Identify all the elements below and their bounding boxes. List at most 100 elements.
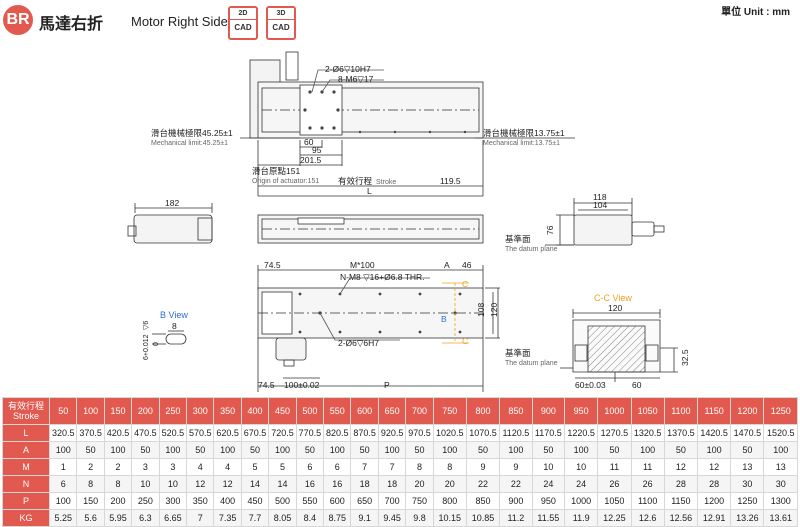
stroke-header-950: 950: [564, 397, 599, 425]
top-holes-label-2: 8-M6▽17: [338, 74, 374, 84]
top-holes-label-1: 2-Ø6▽10H7: [325, 64, 371, 74]
thread-label: N-M8 ▽16+Ø6.8 THR.: [340, 272, 425, 282]
dim-46: 46: [462, 260, 472, 270]
dim-745-bottom: 74.5: [258, 380, 275, 390]
table-cell: 13.61: [763, 509, 798, 527]
dim-201: 201.5: [300, 155, 322, 165]
table-cell: 16: [323, 475, 352, 493]
table-cell: 100: [103, 441, 133, 459]
dim-L: L: [367, 186, 372, 196]
left-limit-cn: 滑台機械極限45.25±1: [151, 128, 233, 138]
table-cell: 850: [465, 492, 501, 510]
table-cell: 1100: [630, 492, 665, 510]
table-cell: 24: [531, 475, 566, 493]
table-cell: 1: [48, 458, 78, 476]
table-cell: 1320.5: [630, 424, 665, 442]
origin-en: Origin of actuator:151: [252, 178, 319, 185]
right-limit-cn: 滑台機械極限13.75±1: [483, 128, 565, 138]
table-cell: 7: [186, 509, 215, 527]
table-cell: 22: [465, 475, 501, 493]
table-cell: 100: [213, 441, 242, 459]
table-cell: 50: [295, 441, 325, 459]
table-cell: 100: [48, 492, 78, 510]
table-cell: 770.5: [295, 424, 325, 442]
table-cell: 800: [432, 492, 467, 510]
table-cell: 11.9: [564, 509, 599, 527]
datum-en-cc: The datum plane: [505, 360, 558, 367]
origin-cn: 滑台原點151: [252, 166, 300, 176]
dim-95: 95: [312, 145, 322, 155]
b-view-dim-8: 8: [172, 321, 177, 331]
table-cell: 870.5: [350, 424, 379, 442]
cad-2d-button[interactable]: 2D CAD: [228, 6, 258, 40]
table-cell: 3: [131, 458, 160, 476]
table-cell: 8: [405, 458, 434, 476]
table-cell: 1370.5: [663, 424, 699, 442]
table-cell: 8: [432, 458, 467, 476]
dim-108: 108: [476, 303, 486, 317]
dim-100: 100±0.02: [284, 380, 320, 390]
table-cell: 16: [295, 475, 325, 493]
stroke-header-900: 900: [531, 397, 566, 425]
table-cell: 1220.5: [564, 424, 599, 442]
b-view-depth: ▽6: [143, 321, 150, 330]
dim-76: 76: [545, 225, 555, 235]
table-cell: 100: [268, 441, 297, 459]
stroke-header-800: 800: [465, 397, 501, 425]
stroke-header-850: 850: [499, 397, 533, 425]
table-cell: 650: [350, 492, 379, 510]
datum-cn-side: 基準面: [505, 234, 531, 244]
cc-view-title: C-C View: [594, 293, 632, 303]
stroke-header-1200: 1200: [730, 397, 765, 425]
stroke-header-250: 250: [158, 397, 188, 425]
table-cell: 350: [186, 492, 215, 510]
cc-dim-32: 32.5: [680, 349, 690, 366]
table-cell: 14: [268, 475, 297, 493]
table-cell: 11: [630, 458, 665, 476]
table-cell: 9: [499, 458, 533, 476]
stroke-header-400: 400: [240, 397, 270, 425]
table-cell: 2: [76, 458, 105, 476]
table-cell: 200: [103, 492, 133, 510]
table-cell: 420.5: [103, 424, 133, 442]
table-cell: 6: [48, 475, 78, 493]
table-cell: 5.25: [48, 509, 78, 527]
table-cell: 8: [103, 475, 133, 493]
cad-3d-button[interactable]: 3D CAD: [266, 6, 296, 40]
table-cell: 1000: [564, 492, 599, 510]
table-cell: 9.1: [350, 509, 379, 527]
c-mark-top: C: [462, 279, 468, 289]
stroke-header-450: 450: [268, 397, 297, 425]
page-header: BR 馬達右折 Motor Right Side 2D CAD 3D CAD 單…: [0, 0, 800, 48]
stroke-cn: 有效行程: [338, 176, 373, 186]
table-cell: 6: [323, 458, 352, 476]
table-cell: 1200: [696, 492, 732, 510]
stroke-header-600: 600: [350, 397, 379, 425]
cc-dim-60a: 60±0.03: [575, 380, 606, 390]
model-badge: BR: [3, 5, 33, 35]
table-cell: 11: [597, 458, 632, 476]
table-cell: 26: [597, 475, 632, 493]
table-cell: 100: [564, 441, 599, 459]
table-cell: 600: [323, 492, 352, 510]
table-cell: 750: [405, 492, 434, 510]
dim-P: P: [384, 380, 390, 390]
stroke-header-150: 150: [103, 397, 133, 425]
table-cell: 1150: [663, 492, 699, 510]
table-cell: 10: [564, 458, 599, 476]
stroke-header-50: 50: [48, 397, 78, 425]
table-cell: 11.2: [499, 509, 533, 527]
dim-119: 119.5: [440, 176, 461, 186]
table-cell: 18: [350, 475, 379, 493]
dim-182: 182: [165, 198, 179, 208]
row-label: KG: [2, 509, 50, 527]
table-cell: 10.15: [432, 509, 467, 527]
stroke-en: Stroke: [376, 179, 396, 186]
b-view-title: B View: [160, 310, 188, 320]
table-cell: 30: [730, 475, 765, 493]
table-cell: 12: [186, 475, 215, 493]
